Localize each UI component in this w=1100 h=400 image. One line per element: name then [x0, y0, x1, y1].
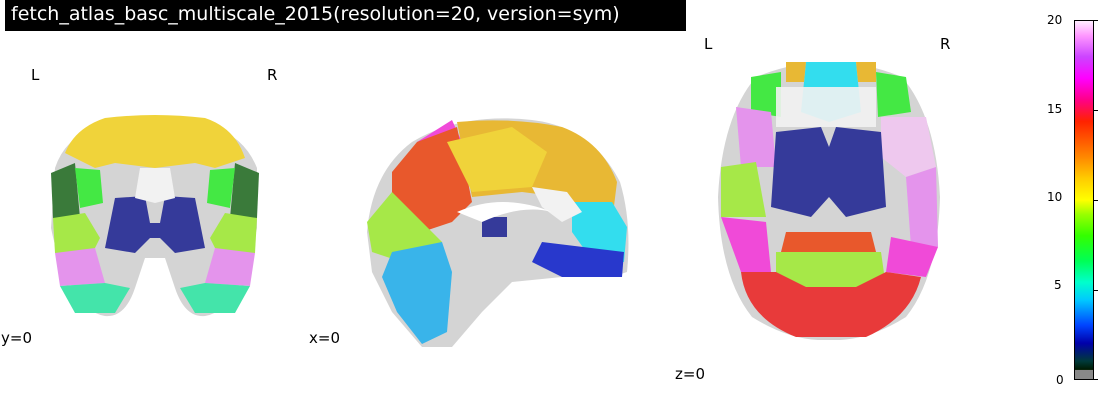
colorbar-tick-label-5: 5: [1054, 278, 1062, 292]
coronal-slice: [51, 115, 259, 317]
axial-right-label: R: [940, 35, 951, 53]
axial-region-orange: [781, 232, 876, 252]
coronal-region-teal-left: [60, 283, 130, 313]
coronal-region-pink-right: [205, 248, 255, 286]
colorbar: [1074, 20, 1098, 380]
axial-region-lightgreen-left: [721, 162, 766, 217]
figure-title: fetch_atlas_basc_multiscale_2015(resolut…: [5, 0, 686, 31]
axial-region-gold-left: [786, 62, 806, 82]
sagittal-corpus-callosum: [457, 202, 552, 222]
axial-left-label: L: [704, 35, 713, 53]
axial-region-lightgreen-center: [776, 252, 886, 287]
axial-region-white: [776, 87, 876, 127]
coronal-region-navy: [105, 196, 205, 253]
colorbar-tick-label-0: 0: [1056, 373, 1064, 387]
axial-slice: [718, 62, 940, 340]
colorbar-tick: [1094, 110, 1098, 111]
colorbar-tick: [1094, 379, 1098, 380]
sagittal-region-yellow: [447, 127, 547, 192]
coronal-region-lightgreen-right: [210, 213, 257, 258]
colorbar-tick: [1094, 20, 1098, 21]
coronal-region-pink-left: [55, 248, 105, 286]
sagittal-region-navy: [482, 217, 507, 237]
coronal-region-darkgreen-right: [230, 163, 259, 218]
axial-region-gold-right: [856, 62, 876, 82]
axial-region-pink-right: [906, 167, 938, 247]
axial-region-green-left: [751, 72, 781, 117]
coronal-region-darkgreen-left: [51, 163, 80, 218]
coronal-region-yellow: [65, 115, 245, 168]
axial-coord-label: z=0: [675, 365, 705, 383]
axial-region-pink-left: [736, 107, 776, 167]
sagittal-region-orange: [392, 127, 472, 232]
coronal-coord-label: y=0: [1, 329, 32, 347]
axial-region-green-right: [876, 72, 911, 117]
axial-region-magenta-left: [721, 217, 771, 272]
coronal-region-teal-right: [180, 283, 250, 313]
coronal-region-lightgreen-left: [53, 213, 100, 258]
coronal-region-green-left: [75, 168, 103, 208]
colorbar-gradient: [1074, 20, 1094, 380]
sagittal-region-lightblue: [382, 242, 452, 344]
axial-region-magenta-right: [886, 237, 938, 277]
axial-region-lavender-right: [881, 117, 936, 177]
coronal-region-white-center: [135, 168, 175, 203]
sagittal-coord-label: x=0: [309, 329, 340, 347]
coronal-right-label: R: [267, 66, 278, 84]
coronal-region-green-right: [207, 168, 235, 208]
coronal-left-label: L: [31, 66, 40, 84]
colorbar-tick-label-15: 15: [1047, 102, 1063, 116]
sagittal-region-cyan: [572, 202, 627, 262]
sagittal-slice: [367, 118, 629, 347]
colorbar-tick-label-20: 20: [1047, 13, 1063, 27]
colorbar-tick: [1094, 200, 1098, 201]
colorbar-tick-label-10: 10: [1047, 190, 1063, 204]
axial-region-navy: [771, 127, 886, 217]
coronal-brain-outline: [51, 117, 257, 317]
axial-region-red: [741, 272, 921, 337]
sagittal-region-blue: [532, 242, 624, 277]
colorbar-tick: [1094, 290, 1098, 291]
sagittal-region-white: [532, 187, 582, 222]
